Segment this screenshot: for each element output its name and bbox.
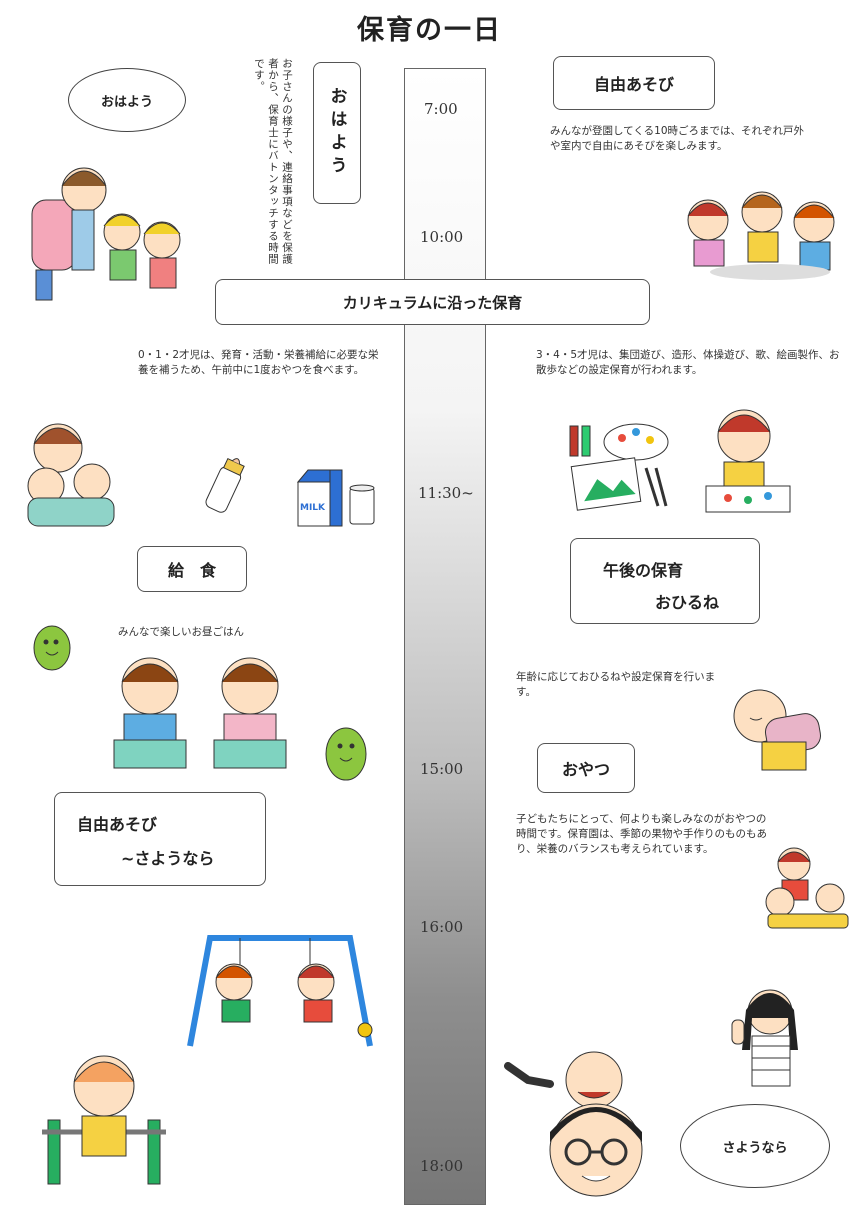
speech-bubble-text: おはよう — [100, 94, 153, 110]
children-snack-time-illustration — [765, 847, 849, 929]
oyatsu-box: おやつ — [537, 743, 635, 793]
time-label-1130: 11:30~ — [418, 484, 474, 502]
milk-carton-text: MILK — [300, 503, 326, 513]
green-bean-mascot-icon — [33, 625, 71, 671]
timeline-bar — [404, 68, 486, 1205]
ohayou-label: おはよう — [326, 87, 347, 179]
ohayou-note: お子さんの様子や、連絡事項などを保護者から、保育士にバトンタッチする時間です。 — [253, 58, 293, 265]
napping-baby-illustration — [733, 689, 821, 771]
teacher-greeting-children-illustration — [31, 167, 181, 301]
mother-waving-illustration — [731, 989, 798, 1087]
children-playing-illustration — [687, 191, 835, 280]
time-label-18: 18:00 — [420, 1157, 464, 1175]
evening-label-line2: ~さようなら — [121, 849, 215, 868]
time-label-7: 7:00 — [424, 100, 458, 118]
curriculum-label: カリキュラムに沿った保育 — [342, 293, 523, 312]
ohayou-section-box: おはよう — [313, 62, 361, 204]
free-play-box: 自由あそび — [553, 56, 715, 110]
evening-label-line1: 自由あそび — [77, 815, 158, 834]
caregiver-with-babies-illustration — [27, 423, 115, 527]
time-label-15: 15:00 — [420, 760, 464, 778]
page-title: 保育の一日 — [357, 15, 502, 46]
oyatsu-note: 子どもたちにとって、何よりも楽しみなのがおやつの時間です。保育園は、季節の果物や… — [516, 813, 767, 855]
snack-note-left: 0・1・2才児は、発育・活動・栄養補給に必要な栄養を補うため、午前中に1度おやつ… — [138, 349, 379, 376]
afternoon-label-line1: 午後の保育 — [603, 561, 684, 580]
lunch-label: 給 食 — [167, 561, 216, 580]
baby-bottle-icon — [205, 457, 245, 513]
free-play-label: 自由あそび — [593, 75, 674, 94]
speech-bubble-text: さようなら — [722, 1140, 788, 1156]
curriculum-box: カリキュラムに沿った保育 — [215, 279, 650, 325]
evening-free-play-box: 自由あそび ~さようなら — [54, 792, 266, 886]
speech-bubble-ohayou: おはよう — [68, 68, 186, 132]
milk-carton-and-cup-icon: MILK — [296, 469, 375, 527]
time-label-16: 16:00 — [420, 918, 464, 936]
time-label-10: 10:00 — [420, 228, 464, 246]
father-with-child-illustration — [504, 1051, 643, 1197]
lunch-note: みんなで楽しいお昼ごはん — [118, 626, 244, 638]
nap-note: 年齢に応じておひるねや設定保育を行います。 — [516, 671, 716, 698]
free-play-note: みんなが登園してくる10時ごろまでは、それぞれ戸外や室内で自由にあそびを楽しみま… — [550, 125, 805, 152]
activity-note-right: 3・4・5才児は、集団遊び、造形、体操遊び、歌、絵画製作、お散歩などの設定保育が… — [536, 349, 840, 376]
children-on-swings-illustration — [187, 935, 373, 1047]
children-eating-lunch-illustration — [113, 657, 287, 769]
afternoon-box: 午後の保育 おひるね — [570, 538, 760, 624]
afternoon-label-line2: おひるね — [655, 593, 720, 612]
speech-bubble-sayounara: さようなら — [680, 1104, 830, 1188]
green-bean-mascot-icon — [325, 727, 367, 781]
oyatsu-label: おやつ — [561, 760, 610, 779]
child-painting-illustration — [705, 409, 791, 513]
art-supplies-illustration — [569, 423, 669, 511]
child-on-exercise-bar-illustration — [42, 1055, 166, 1185]
lunch-box: 給 食 — [137, 546, 247, 592]
